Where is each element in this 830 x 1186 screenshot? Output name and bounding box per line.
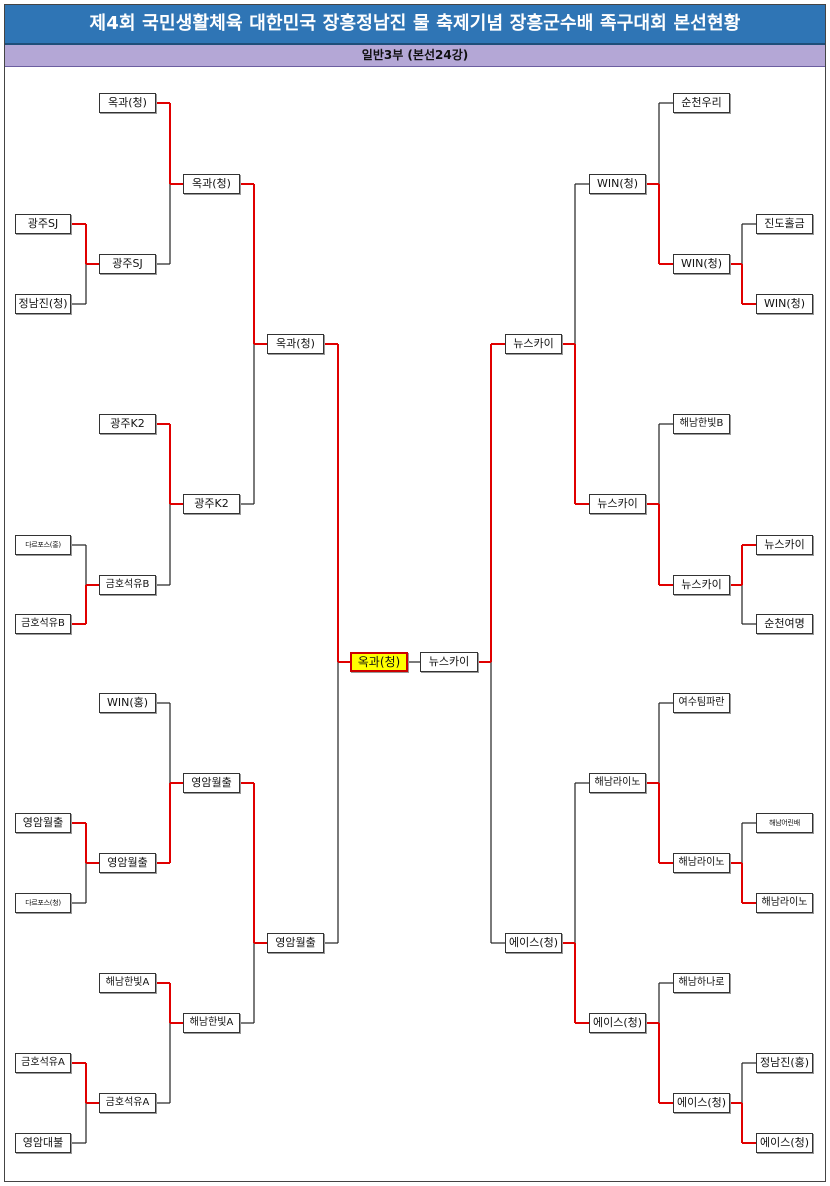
team-box-left-r3-2: 광주K2 (183, 494, 240, 514)
team-box-right-r2-3: 해남한빛B (673, 414, 730, 434)
team-box-left-r2-4: 금호석유B (99, 575, 156, 595)
team-box-right-r2-4: 뉴스카이 (673, 575, 730, 595)
team-box-left-r3-4: 해남한빛A (183, 1013, 240, 1033)
team-box-left-r1-7: 금호석유A (15, 1053, 71, 1073)
page-title: 제4회 국민생활체육 대한민국 장흥정남진 물 축제기념 장흥군수배 족구대회 … (5, 5, 825, 45)
team-box-right-r1-1: 진도홀금 (756, 214, 813, 234)
team-box-left-r1-2: 정남진(청) (15, 294, 71, 314)
team-box-left-r2-7: 해남한빛A (99, 973, 156, 993)
team-box-right-r1-7: 정남진(홍) (756, 1053, 813, 1073)
team-box-left-r1-1: 광주SJ (15, 214, 71, 234)
team-box-right-r2-2: WIN(청) (673, 254, 730, 274)
team-box-left-r3-3: 영암월출 (183, 773, 240, 793)
team-box-right-r2-8: 에이스(청) (673, 1093, 730, 1113)
team-box-right-r3-4: 에이스(청) (589, 1013, 646, 1033)
team-box-left-r1-6: 다르포스(청) (15, 893, 71, 913)
team-box-right-r1-3: 뉴스카이 (756, 535, 813, 555)
team-box-left-r1-8: 영암대불 (15, 1133, 71, 1153)
team-box-right-r3-2: 뉴스카이 (589, 494, 646, 514)
team-box-right-r1-5: 해남어린배 (756, 813, 813, 833)
team-box-right-r1-2: WIN(청) (756, 294, 813, 314)
division-subtitle: 일반3부 (본선24강) (5, 45, 825, 67)
runner-up-box: 뉴스카이 (420, 652, 478, 672)
team-box-right-r1-8: 에이스(청) (756, 1133, 813, 1153)
team-box-left-r2-8: 금호석유A (99, 1093, 156, 1113)
team-box-right-r2-5: 여수팀파란 (673, 693, 730, 713)
team-box-right-r2-1: 순천우리 (673, 93, 730, 113)
team-box-right-r3-3: 해남라이노 (589, 773, 646, 793)
team-box-left-r4-2: 영암월출 (267, 933, 324, 953)
team-box-left-r1-5: 영암월출 (15, 813, 71, 833)
team-box-left-r2-5: WIN(홍) (99, 693, 156, 713)
team-box-right-r1-4: 순천여명 (756, 614, 813, 634)
team-box-left-r2-6: 영암월출 (99, 853, 156, 873)
team-box-right-r2-6: 해남라이노 (673, 853, 730, 873)
team-box-left-r3-1: 옥과(청) (183, 174, 240, 194)
team-box-left-r4-1: 옥과(청) (267, 334, 324, 354)
team-box-right-r4-2: 에이스(청) (505, 933, 562, 953)
team-box-right-r1-6: 해남라이노 (756, 893, 813, 913)
team-box-right-r3-1: WIN(청) (589, 174, 646, 194)
champion-box: 옥과(청) (350, 652, 408, 672)
team-box-right-r2-7: 해남하나로 (673, 973, 730, 993)
team-box-left-r1-4: 금호석유B (15, 614, 71, 634)
team-box-left-r2-2: 광주SJ (99, 254, 156, 274)
team-box-left-r2-1: 옥과(청) (99, 93, 156, 113)
team-box-right-r4-1: 뉴스카이 (505, 334, 562, 354)
team-box-left-r2-3: 광주K2 (99, 414, 156, 434)
team-box-left-r1-3: 다르포스(홍) (15, 535, 71, 555)
